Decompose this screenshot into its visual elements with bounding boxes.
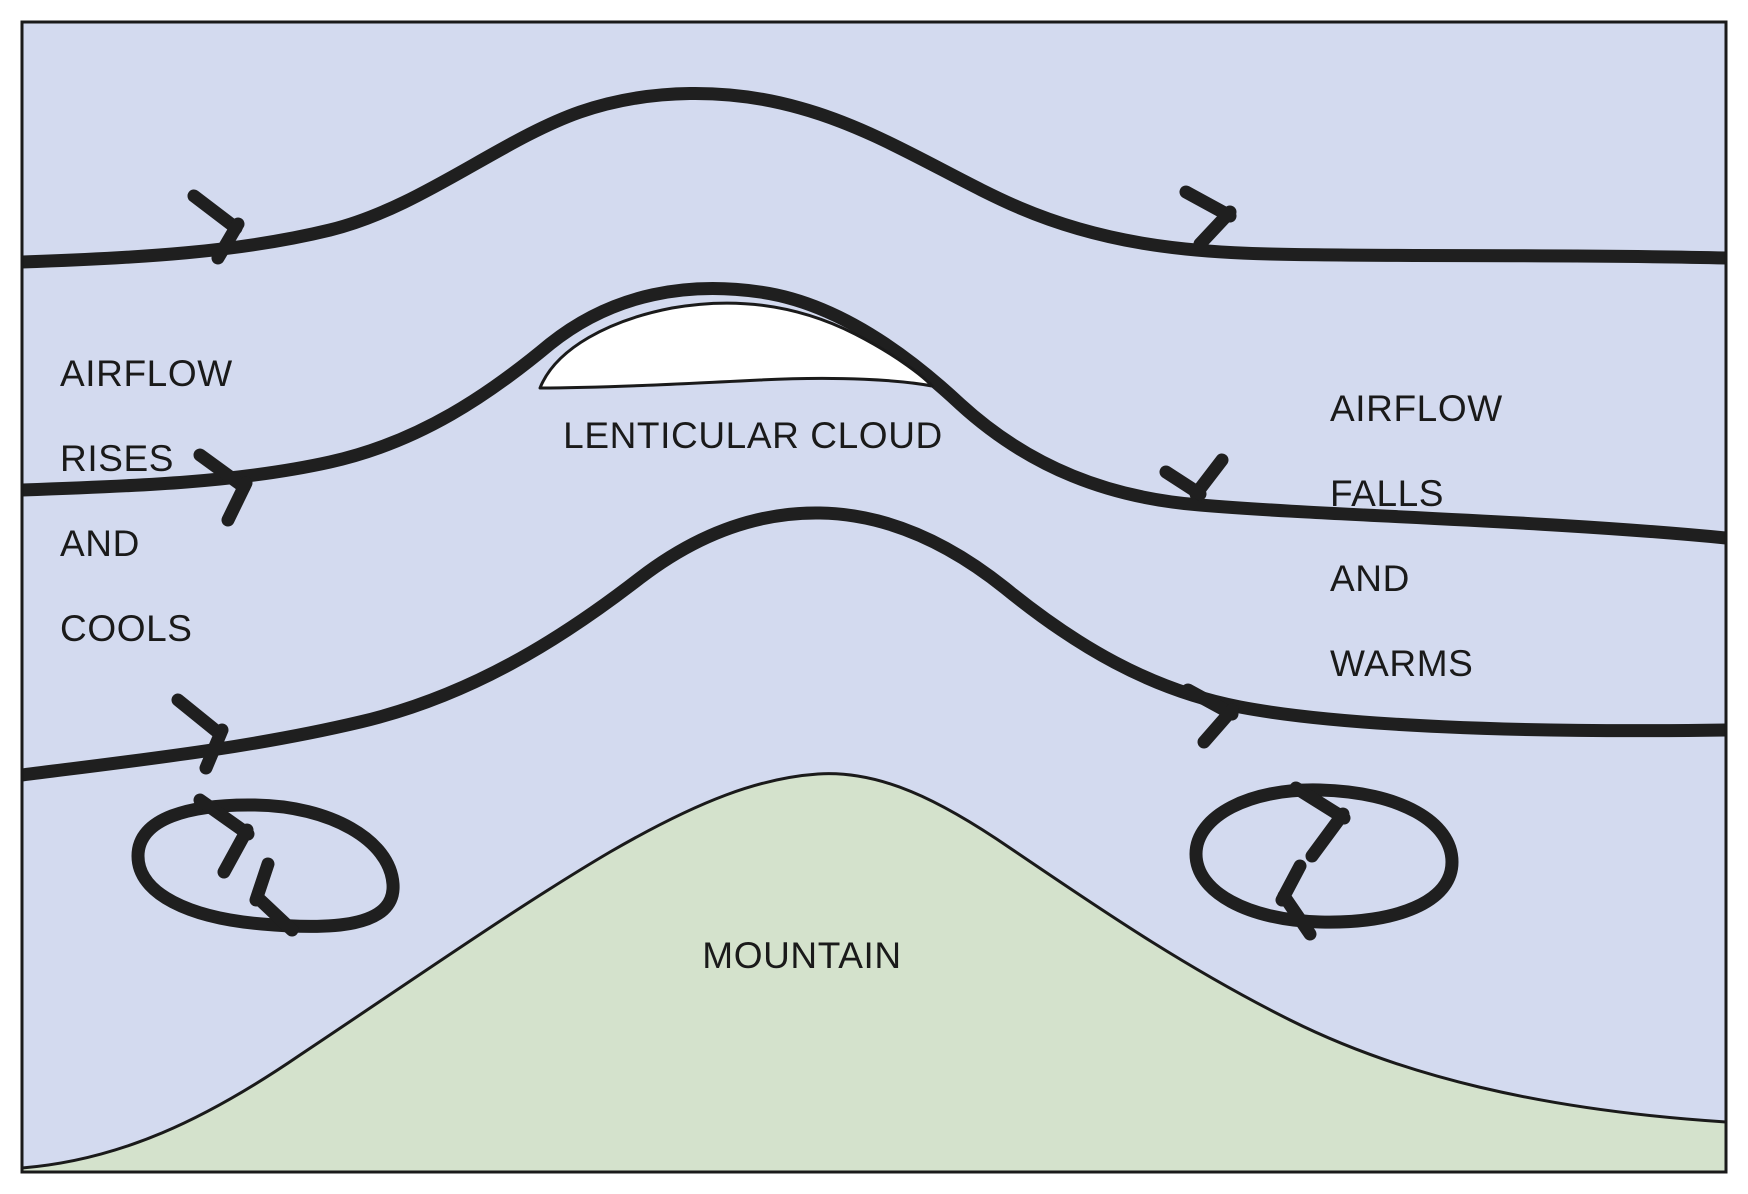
lower-streamline bbox=[22, 506, 1726, 782]
right-rotor-arrow-bottom bbox=[1275, 859, 1317, 941]
middle-streamline-arrow-left bbox=[193, 448, 253, 527]
left-rotor-arrow-bottom bbox=[249, 857, 299, 937]
left-rotor bbox=[131, 798, 400, 933]
middle-streamline bbox=[22, 282, 1726, 545]
label-lenticular-cloud: LENTICULAR CLOUD bbox=[563, 415, 943, 456]
label-right-warms: WARMS bbox=[1330, 643, 1473, 684]
upper-streamline-arrow-left bbox=[187, 189, 245, 265]
right-rotor bbox=[1189, 783, 1459, 929]
lenticular-cloud bbox=[538, 301, 934, 390]
label-left-cools: COOLS bbox=[60, 608, 193, 649]
left-rotor-arrow-top bbox=[193, 793, 255, 879]
mountain-silhouette bbox=[22, 772, 1726, 1172]
lower-streamline-arrow-right bbox=[1181, 683, 1239, 749]
lower-streamline-arrow-left bbox=[171, 693, 229, 775]
diagram-frame-border bbox=[20, 20, 1728, 1174]
label-right-airflow: AIRFLOW bbox=[1330, 388, 1503, 429]
right-rotor-arrow-top bbox=[1289, 781, 1351, 863]
label-left-and: AND bbox=[60, 523, 140, 564]
label-mountain: MOUNTAIN bbox=[702, 935, 901, 976]
label-right-and: AND bbox=[1330, 558, 1410, 599]
label-right-falls: FALLS bbox=[1330, 473, 1444, 514]
upper-streamline-arrow-right bbox=[1179, 185, 1237, 251]
upper-streamline bbox=[22, 87, 1726, 269]
middle-streamline-arrow-right bbox=[1159, 453, 1229, 501]
label-left-airflow: AIRFLOW bbox=[60, 353, 233, 394]
label-left-rises: RISES bbox=[60, 438, 174, 479]
